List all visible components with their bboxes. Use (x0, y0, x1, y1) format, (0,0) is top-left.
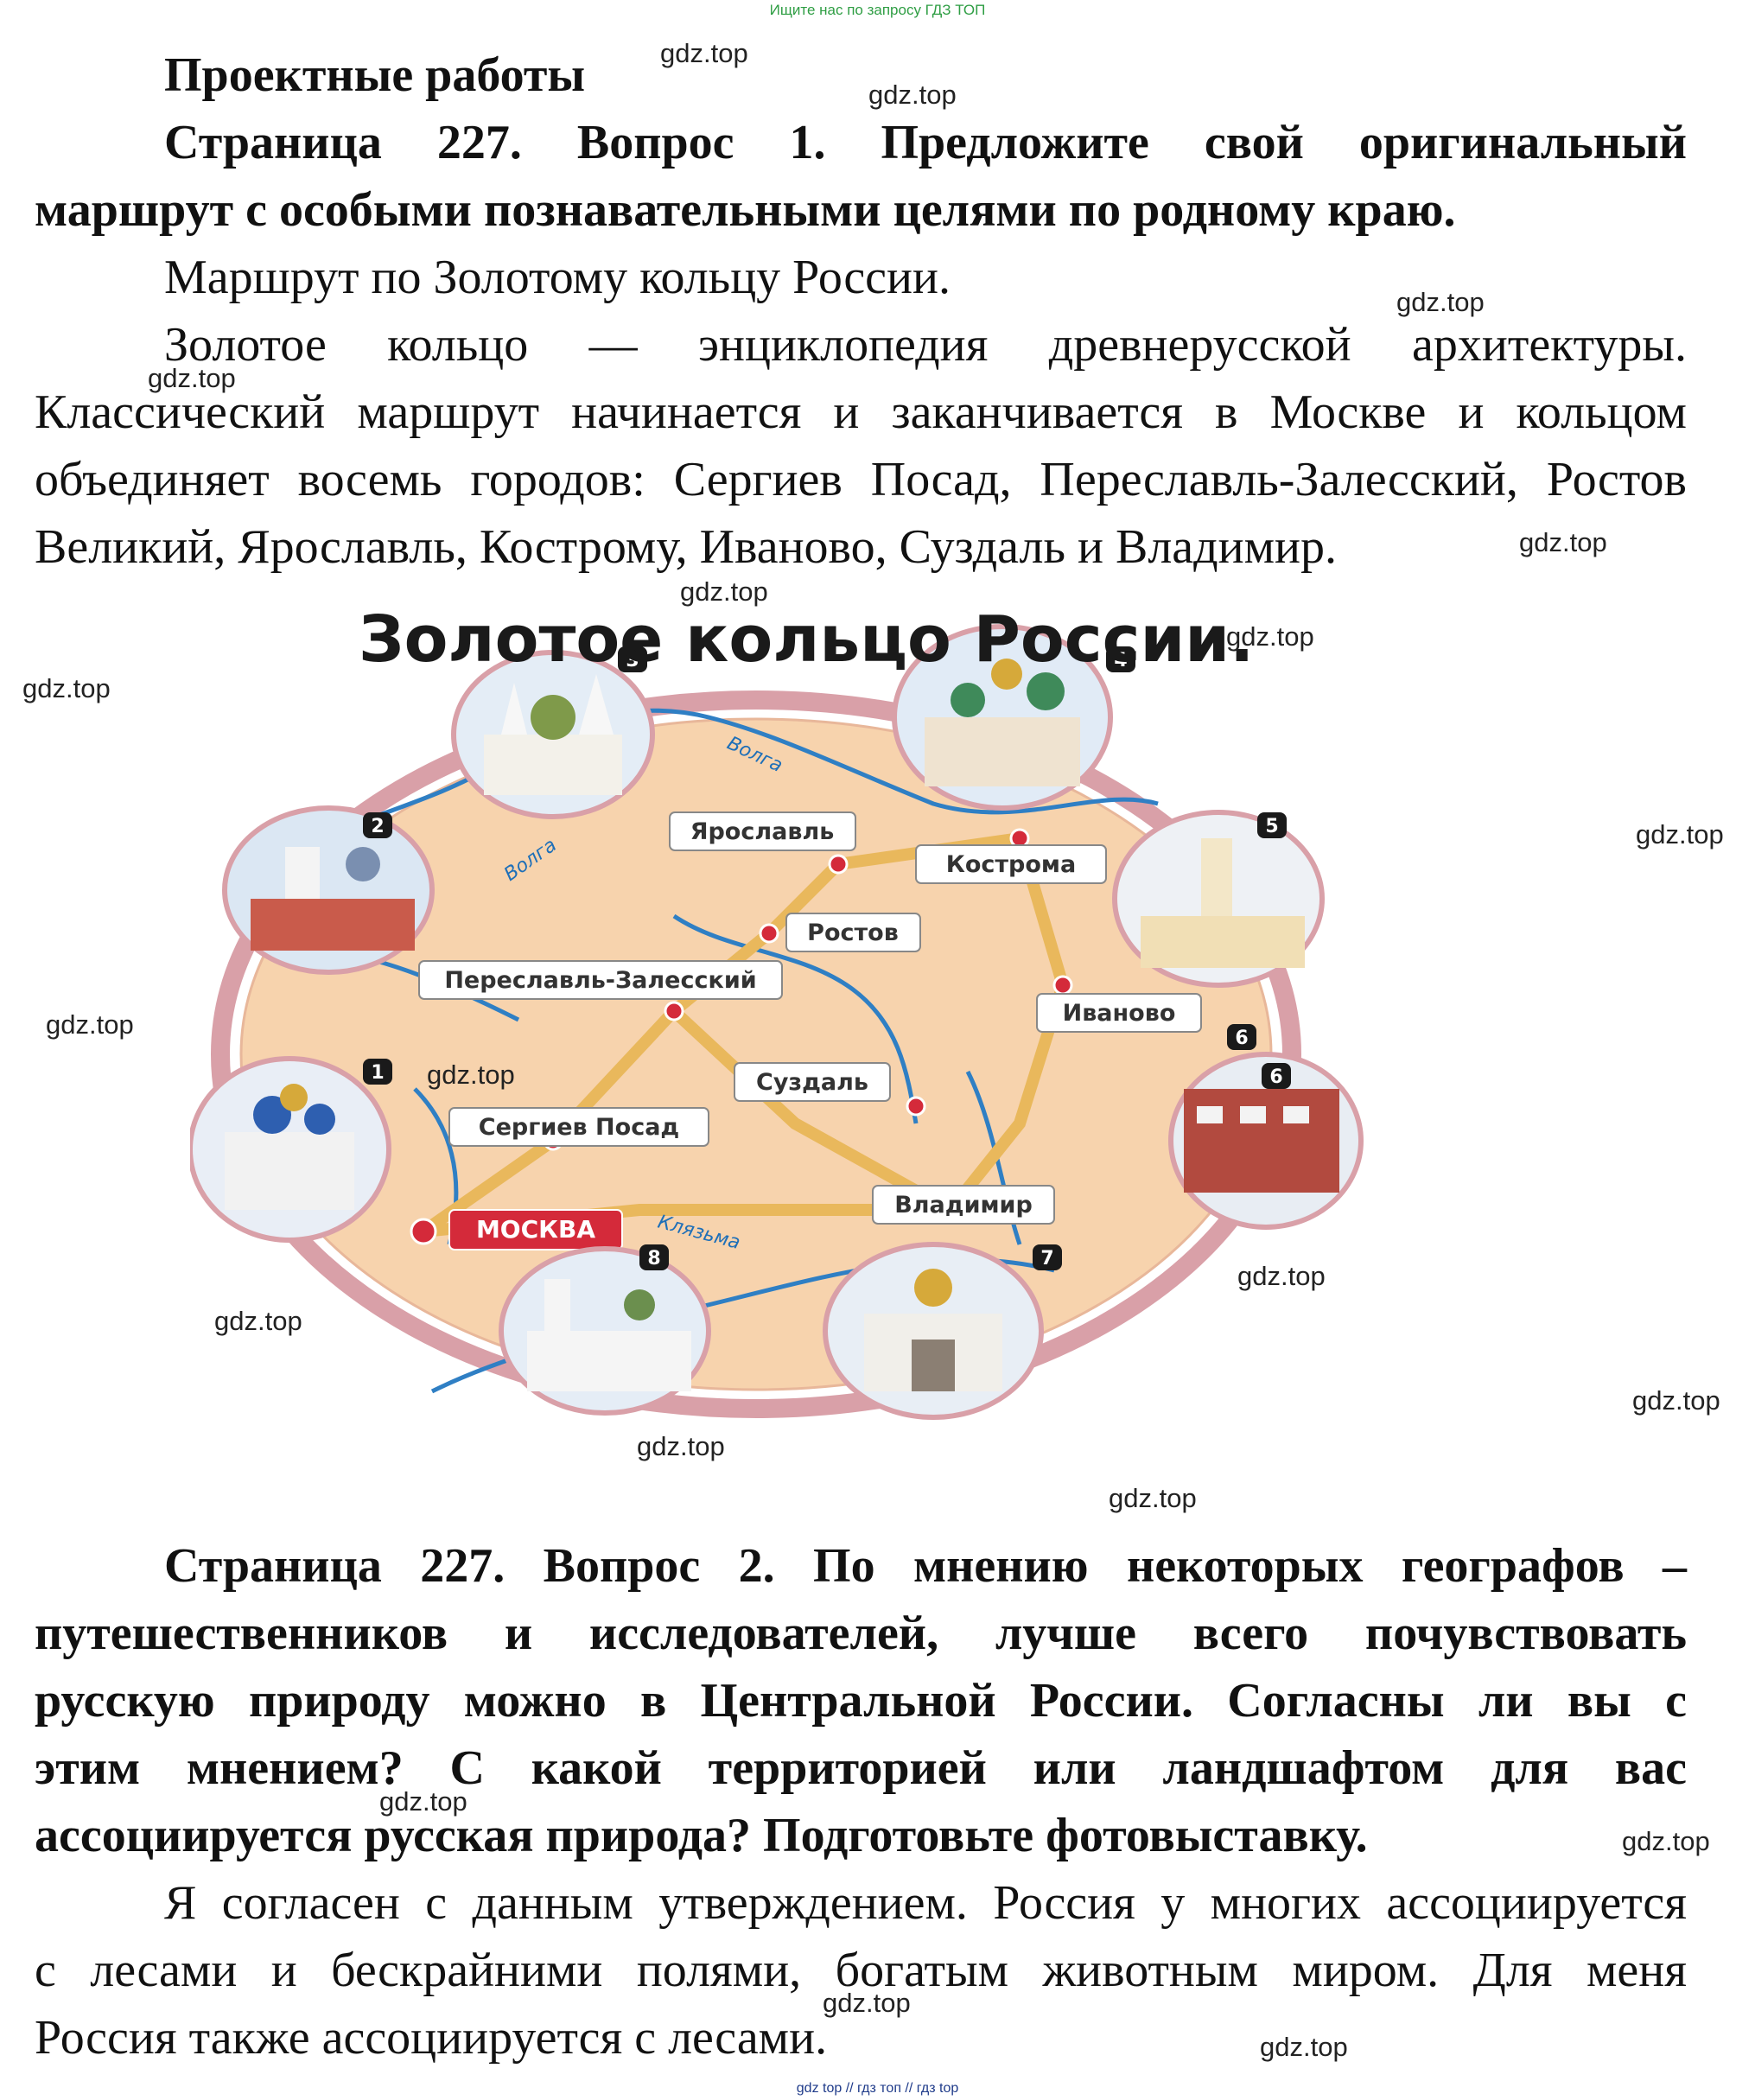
answer-1: Маршрут по Золотому кольцу России. Золот… (35, 244, 1687, 581)
city-label-ivanovo: Иваново (1063, 1000, 1176, 1027)
city-label-rostov: Ростов (807, 920, 899, 946)
photo-medallions (190, 624, 1364, 1420)
question-2-line: русскую природу можно в Центральной Росс… (35, 1674, 1687, 1728)
badge-4: 4 (1114, 650, 1127, 671)
badge-3: 3 (626, 650, 639, 671)
map-title: Золотое кольцо России. (359, 602, 1254, 677)
watermark: gdz.top (1632, 1385, 1720, 1416)
watermark: gdz.top (214, 1306, 302, 1336)
city-dot (1052, 975, 1073, 996)
city-label-sergiev-posad: Сергиев Посад (479, 1114, 679, 1141)
badge-7: 7 (1040, 1248, 1053, 1270)
watermark: gdz.top (1260, 2032, 1348, 2062)
question-2-line: путешественников и исследователей, лучше… (35, 1607, 1687, 1660)
photo-rostov (451, 650, 655, 819)
city-label-vladimir: Владимир (894, 1192, 1033, 1219)
city-dot (906, 1096, 926, 1117)
watermark: gdz.top (1622, 1826, 1710, 1856)
answer-2-line: Россия также ассоциируется с лесами. (35, 2011, 828, 2065)
badge-6: 6 (1235, 1028, 1248, 1049)
golden-ring-map: Волга Волга Клязьма Ярославль Кострома Р… (190, 602, 1364, 1420)
watermark: gdz.top (823, 1988, 911, 2018)
question-2: Страница 227. Вопрос 2. По мнению некото… (35, 1532, 1687, 1869)
watermark: gdz.top (660, 38, 748, 68)
watermark: gdz.top (46, 1009, 134, 1040)
volga-river (293, 708, 1159, 850)
question-1: Страница 227. Вопрос 1. Предложите свой … (35, 109, 1687, 244)
photo-yaroslavl (892, 624, 1113, 811)
photo-suzdal (499, 1246, 711, 1416)
photo-sergiev-posad (190, 1056, 391, 1243)
watermark: gdz.top (680, 576, 768, 607)
section-title: Проектные работы (35, 41, 1687, 109)
section-title-text: Проектные работы (164, 48, 586, 102)
city-dot (410, 1218, 437, 1245)
map-ring (211, 690, 1301, 1418)
question-2-line: Страница 227. Вопрос 2. По мнению некото… (164, 1539, 1687, 1593)
answer-2-line: с лесами и бескрайними полями, богатым ж… (35, 1944, 1687, 1997)
badge-8: 8 (647, 1248, 660, 1270)
question-1-line: Страница 227. Вопрос 1. Предложите свой … (164, 116, 1687, 169)
city-label-suzdal: Суздаль (756, 1069, 868, 1096)
photo-pereslavl (222, 805, 435, 975)
badge-2: 2 (371, 816, 384, 837)
photo-ivanovo (1168, 1052, 1364, 1230)
answer-1-line: Золотое кольцо — энциклопедия древнерусс… (164, 318, 1687, 372)
bottom-footer-note: gdz top // гдз топ // гдз top (796, 2081, 959, 2096)
answer-1-line: объединяет восемь городов: Сергиев Посад… (35, 453, 1687, 506)
river-branch (672, 913, 919, 1124)
watermark: gdz.top (1636, 819, 1724, 850)
road-middle (668, 1005, 957, 1216)
watermark: gdz.top (379, 1786, 467, 1817)
watermark: gdz.top (1226, 621, 1314, 652)
city-label-moscow: МОСКВА (476, 1215, 595, 1244)
watermark: gdz.top (427, 1060, 515, 1090)
answer-1-intro: Маршрут по Золотому кольцу России. (164, 251, 951, 304)
watermark: gdz.top (22, 673, 111, 703)
watermark: gdz.top (868, 80, 957, 110)
road-east (944, 832, 1070, 1216)
city-dot (828, 854, 849, 875)
city-dot (664, 1001, 684, 1021)
city-label-kostroma: Кострома (946, 851, 1076, 878)
city-dot (759, 923, 779, 944)
watermark: gdz.top (1519, 527, 1607, 557)
badge-1: 1 (371, 1062, 384, 1084)
question-2-line: ассоциируется русская природа? Подготовь… (35, 1809, 1368, 1862)
city-label-yaroslavl: Ярославль (690, 818, 835, 845)
number-badges: 1 2 3 4 5 6 6 7 8 (363, 646, 1291, 1270)
answer-1-line: Классический маршрут начинается и заканч… (35, 385, 1687, 439)
city-label-pereslavl: Переславль-Залесский (444, 967, 756, 994)
badge-6b: 6 (1269, 1066, 1282, 1088)
photo-vladimir (823, 1242, 1044, 1420)
watermark: gdz.top (1396, 287, 1485, 317)
watermark: gdz.top (1109, 1483, 1197, 1513)
top-banner-note: Ищите нас по запросу ГДЗ ТОП (769, 2, 986, 18)
watermark: gdz.top (637, 1431, 725, 1461)
answer-1-line: Великий, Ярославль, Кострому, Иваново, С… (35, 520, 1337, 574)
watermark: gdz.top (148, 363, 236, 393)
badge-5: 5 (1265, 816, 1278, 837)
photo-kostroma (1112, 810, 1325, 988)
watermark: gdz.top (1237, 1261, 1326, 1291)
answer-2-line: Я согласен с данным утверждением. Россия… (164, 1876, 1687, 1930)
answer-2: Я согласен с данным утверждением. Россия… (35, 1869, 1687, 2071)
city-labels: Ярославль Кострома Ростов Переславль-Зал… (418, 811, 1202, 1250)
question-1-line: маршрут с особыми познавательными целями… (35, 183, 1456, 237)
question-2-line: этим мнением? С какой территорией или ла… (35, 1741, 1687, 1795)
